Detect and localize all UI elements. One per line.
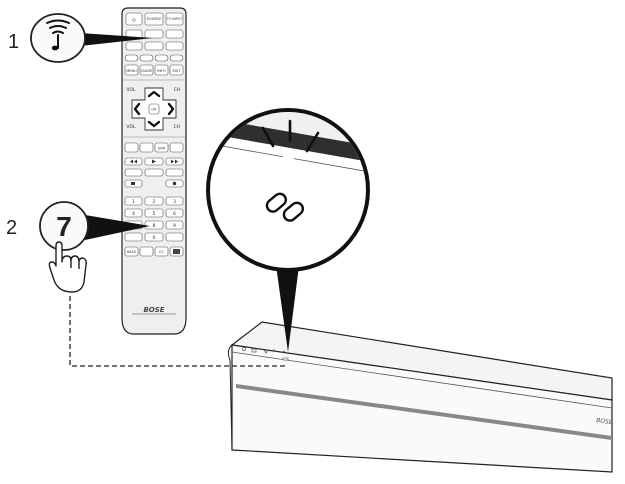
exit-button-label: EXIT <box>173 69 182 73</box>
key-6-label: 6 <box>173 211 176 217</box>
step-2-button <box>39 201 89 251</box>
key-5[interactable] <box>144 208 164 218</box>
soundbar-controls <box>242 347 287 354</box>
remote-pill-row <box>124 54 184 62</box>
remote-nav-pad: VOL CH VOL CH OK <box>126 87 181 131</box>
tv-input-button[interactable] <box>165 12 184 26</box>
remote-function-row: MENU GUIDE INFO EXIT <box>124 64 184 76</box>
remote-bottom-row: BASS CC <box>124 246 184 257</box>
soundbar-light-indicator <box>282 357 289 361</box>
key-4[interactable] <box>124 208 143 218</box>
ch-up-label: CH <box>174 87 181 93</box>
key-9-label: 9 <box>173 223 176 229</box>
transport-glyphs <box>130 159 178 186</box>
source-button[interactable] <box>144 12 164 26</box>
nav-down-icon[interactable] <box>147 120 161 128</box>
tv-input-button-label: TV INPUT <box>166 17 183 21</box>
remote-row-2 <box>125 29 184 51</box>
bluetooth-button[interactable] <box>144 29 164 39</box>
guide-button[interactable] <box>139 64 154 76</box>
nav-left-icon[interactable] <box>133 102 141 116</box>
bass-button[interactable] <box>124 246 139 257</box>
key-6[interactable] <box>165 208 184 218</box>
key-4-label: 4 <box>132 211 135 217</box>
key-3-label: 3 <box>173 199 176 205</box>
key-2[interactable] <box>144 196 164 206</box>
key-3[interactable] <box>165 196 184 206</box>
power-button[interactable] <box>125 12 143 26</box>
step-1-pointer <box>80 33 153 46</box>
soundbar-logo: BOSE <box>596 417 613 426</box>
guide-button-label: GUIDE <box>141 69 153 73</box>
key-2-label: 2 <box>153 199 156 205</box>
remote-brand-logo: BOSE <box>143 306 164 314</box>
key-8[interactable] <box>144 220 164 230</box>
source-button-label: SOURCE <box>147 17 163 21</box>
bluetooth-music-icon <box>46 19 70 51</box>
status-light-indicator <box>282 153 295 161</box>
menu-button[interactable] <box>124 64 139 76</box>
callout-pointer <box>275 258 300 352</box>
cc-button[interactable] <box>154 246 169 257</box>
step-2-pointer <box>85 215 150 240</box>
nav-up-icon[interactable] <box>147 90 161 98</box>
dvr-button[interactable] <box>154 142 169 153</box>
ok-button-label: OK <box>151 108 157 112</box>
key-0-label: 0 <box>153 235 156 241</box>
key-8-label: 8 <box>153 223 156 229</box>
power-button-label: ⏻ <box>132 18 136 24</box>
info-button-label: INFO <box>157 69 166 73</box>
key-9[interactable] <box>165 220 184 230</box>
finger-press-icon <box>48 241 87 293</box>
key-0[interactable] <box>144 232 164 242</box>
exit-button[interactable] <box>169 64 184 76</box>
vol-down-label: VOL <box>126 124 136 130</box>
nav-right-icon[interactable] <box>167 102 175 116</box>
ch-down-label: CH <box>174 124 181 130</box>
magnified-top-edge <box>210 117 366 162</box>
info-button[interactable] <box>154 64 169 76</box>
soundbar: BOSE <box>227 321 613 473</box>
cc-button-label: CC <box>159 250 164 254</box>
step-2-button-label: 7 <box>56 211 72 242</box>
step-1: 1 <box>8 13 153 63</box>
remote-top-row: ⏻ SOURCE TV INPUT <box>125 12 184 26</box>
step-1-number: 1 <box>8 31 19 53</box>
key-1[interactable] <box>124 196 143 206</box>
dvr-button-label: DVR <box>158 146 166 150</box>
remote-control: ⏻ SOURCE TV INPUT MENU GUIDE <box>121 7 187 335</box>
chain-link-icon <box>265 192 305 222</box>
menu-button-label: MENU <box>126 69 137 73</box>
magnifier-callout <box>206 108 370 352</box>
key-1-label: 1 <box>132 199 135 205</box>
vol-up-label: VOL <box>126 87 136 93</box>
ok-button[interactable] <box>148 103 160 115</box>
bass-button-label: BASS <box>127 250 136 254</box>
key-5-label: 5 <box>153 211 156 217</box>
step-2: 2 7 <box>6 201 150 293</box>
light-glow-rays <box>261 119 320 153</box>
remote-media-row <box>124 142 184 153</box>
step-2-number: 2 <box>6 217 17 239</box>
